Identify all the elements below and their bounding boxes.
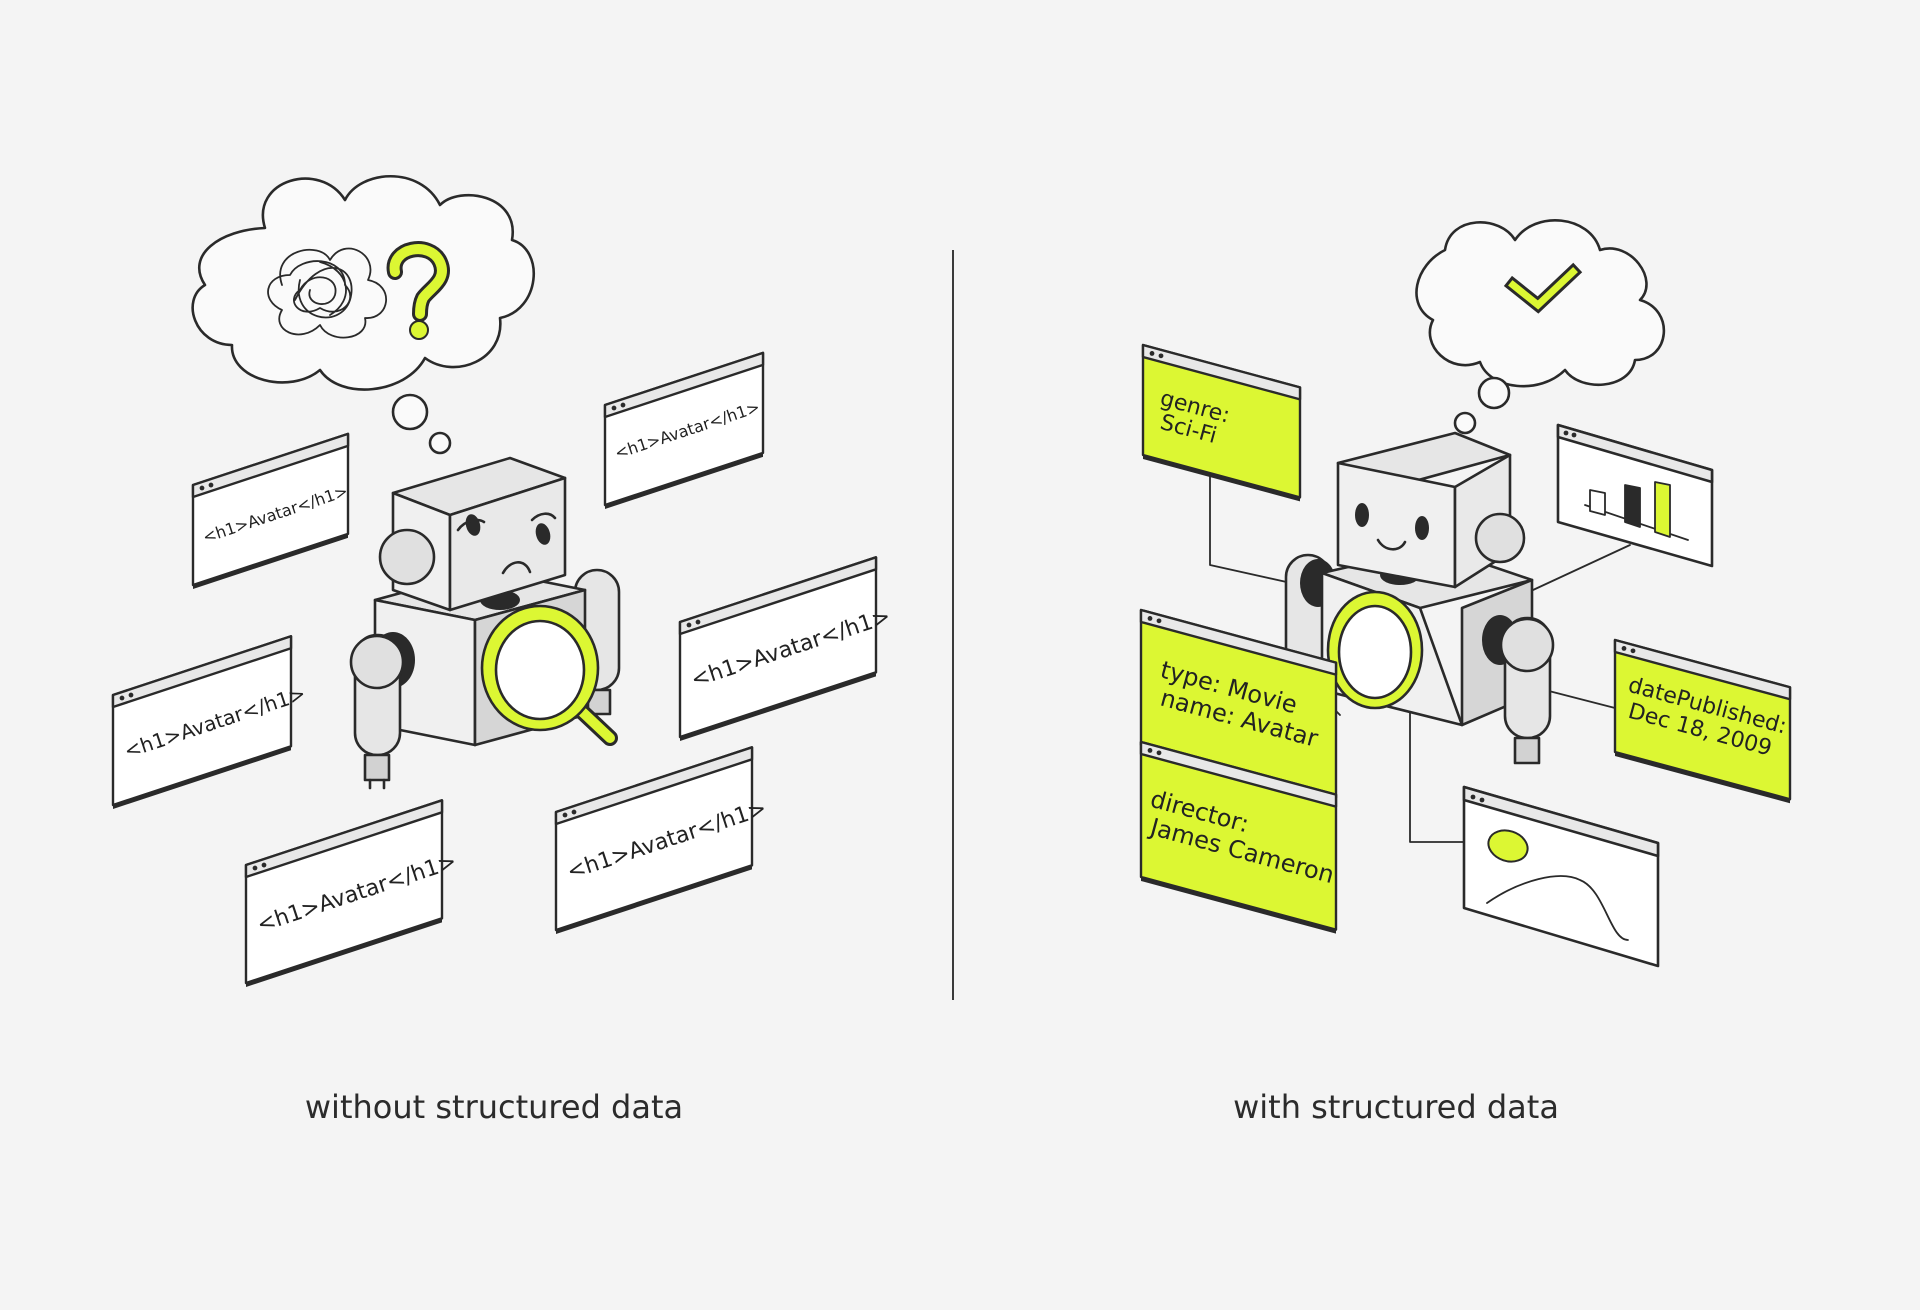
chart-bar-2 xyxy=(1624,484,1641,528)
left-caption: without structured data xyxy=(304,1088,684,1126)
data-card-genre: genre:Sci-Fi xyxy=(1141,343,1302,502)
html-windows-group: <h1>Avatar</h1><h1>Avatar</h1><h1>Avatar… xyxy=(111,351,894,987)
bar-chart-window xyxy=(1556,423,1714,568)
chart-bar-1 xyxy=(1589,489,1606,516)
question-mark-icon xyxy=(386,241,450,340)
center-divider xyxy=(952,250,954,1000)
happy-thought-cloud xyxy=(1415,219,1666,435)
html-window: <h1>Avatar</h1> xyxy=(678,556,894,741)
html-window: <h1>Avatar</h1> xyxy=(603,351,765,509)
html-window: <h1>Avatar</h1> xyxy=(554,746,770,934)
html-window: <h1>Avatar</h1> xyxy=(191,432,350,589)
data-card-director: director:James Cameron xyxy=(1139,740,1338,934)
robot-confused xyxy=(349,456,621,790)
magnifier-icon xyxy=(1326,590,1424,710)
checkmark-icon xyxy=(1503,262,1583,314)
right-caption: with structured data xyxy=(1233,1088,1559,1126)
html-window: <h1>Avatar</h1> xyxy=(111,635,309,809)
confused-thought-cloud xyxy=(191,174,535,455)
image-window xyxy=(1462,785,1660,968)
scribble-icon xyxy=(267,247,387,339)
chart-bar-3 xyxy=(1654,481,1671,538)
robot-happy xyxy=(1284,431,1555,765)
sun-icon xyxy=(1487,829,1529,863)
data-card-date: datePublished:Dec 18, 2009 xyxy=(1613,638,1792,804)
html-window: <h1>Avatar</h1> xyxy=(244,799,460,987)
magnifier-icon xyxy=(480,604,618,746)
left-panel: <h1>Avatar</h1><h1>Avatar</h1><h1>Avatar… xyxy=(111,174,894,987)
